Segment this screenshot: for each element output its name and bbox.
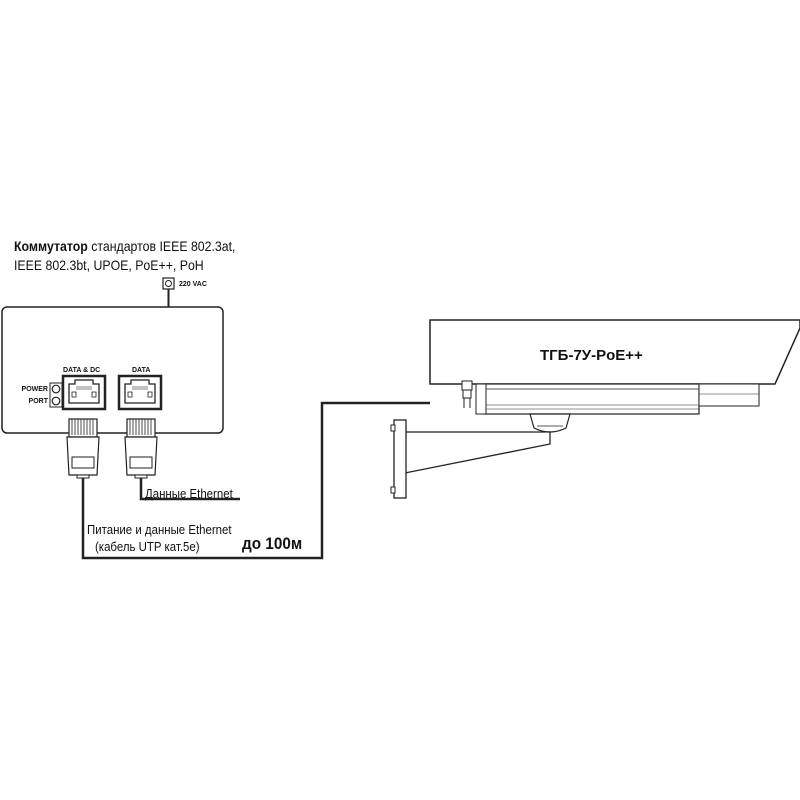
power-port-leds xyxy=(49,382,63,408)
power-input-label: 220 VAC xyxy=(179,281,207,288)
poe-cable xyxy=(81,401,430,560)
camera-bracket xyxy=(390,413,571,499)
switch-title-line2: IEEE 802.3bt, UPOE, PoE++, PoH xyxy=(14,257,204,273)
port2-label: DATA xyxy=(132,367,151,374)
power-input-connector xyxy=(162,277,175,307)
rj45-plug-poe xyxy=(66,418,100,479)
switch-title-bold: Коммутатор xyxy=(14,238,88,254)
distance-label: до 100м xyxy=(242,534,303,553)
camera-housing xyxy=(429,319,800,415)
port-label: PORT xyxy=(28,398,48,405)
port-data[interactable] xyxy=(117,374,163,411)
poe-line-label-2: (кабель UTP кат.5е) xyxy=(95,539,200,554)
switch-body xyxy=(1,306,224,434)
poe-line-label-1: Питание и данные Ethernet xyxy=(87,522,232,537)
power-label: POWER xyxy=(21,386,48,393)
data-cable xyxy=(139,478,240,501)
camera-model-label: ТГБ-7У-PoE++ xyxy=(540,347,643,364)
rj45-plug-data xyxy=(124,418,158,479)
data-line-label: Данные Ethernet xyxy=(145,486,233,501)
port-data-dc[interactable] xyxy=(61,374,107,411)
switch-title: Коммутатор стандартов IEEE 802.3at, xyxy=(14,239,235,253)
switch-title-rest: стандартов IEEE 802.3at, xyxy=(87,238,236,254)
port1-label: DATA & DC xyxy=(63,367,101,374)
